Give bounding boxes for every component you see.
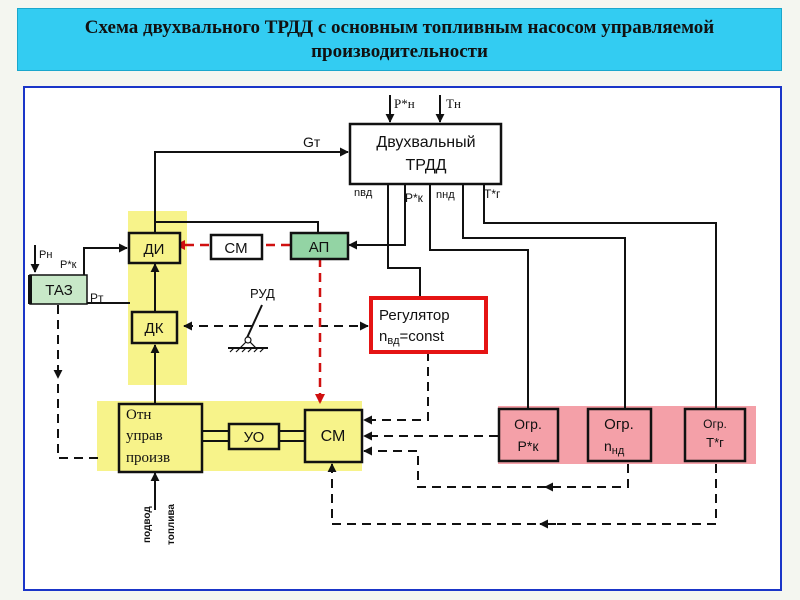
label-gt: Gт (303, 134, 321, 150)
label-tn: Тн (446, 96, 461, 111)
svg-text:ДИ: ДИ (144, 241, 165, 258)
ogr-pk-block: Огр. Р*к (497, 407, 560, 463)
ap-block: АП (289, 231, 350, 261)
svg-text:ТРДД: ТРДД (405, 157, 446, 174)
svg-text:УО: УО (244, 429, 265, 446)
label-fuel-l2: топлива (166, 504, 177, 545)
dash-ogr2-to-sm (363, 446, 629, 488)
di-block: ДИ (127, 231, 182, 265)
otn-upr-proizv-block: Отн управ произв (117, 402, 204, 474)
line-pk-to-ap (348, 184, 406, 250)
svg-text:Т*г: Т*г (706, 435, 724, 450)
svg-text:Огр.: Огр. (604, 416, 634, 433)
dash-regulator-to-sm (363, 352, 429, 425)
line-gt-to-engine (154, 147, 349, 233)
uo-block: УО (227, 422, 281, 451)
label-taz-pt: Рт (90, 291, 104, 305)
line-tg-to-ogr3 (483, 184, 717, 409)
sm-bottom-block: СМ (303, 408, 364, 464)
svg-text:СМ: СМ (321, 428, 346, 445)
regulator-block: Регулятор nвд=const (369, 296, 488, 354)
svg-text:Двухвальный: Двухвальный (376, 134, 475, 151)
title-bar: Схема двухвального ТРДД с основным топли… (17, 8, 782, 71)
svg-text:Отн: Отн (126, 407, 151, 423)
engine-block: Двухвальный ТРДД (348, 122, 503, 186)
label-nvd: nвд (354, 187, 373, 199)
label-fuel-l1: подвод (142, 506, 153, 543)
label-tg-star: Т*г (484, 187, 501, 201)
line-pk-to-ogr1 (429, 184, 529, 409)
svg-text:управ: управ (126, 428, 163, 444)
rud-pivot (229, 336, 265, 353)
label-taz-pn: Рн (39, 249, 52, 261)
dk-block: ДК (130, 310, 179, 345)
dash-ogr3-to-sm (327, 463, 717, 525)
line-nvd (387, 184, 421, 298)
label-rud: РУД (250, 286, 275, 301)
label-pn-star: Р*н (394, 96, 415, 111)
svg-text:ДК: ДК (145, 320, 164, 337)
slide-title: Схема двухвального ТРДД с основным топли… (84, 16, 715, 62)
svg-text:Регулятор: Регулятор (379, 307, 450, 324)
label-pk-star: Р*к (405, 191, 424, 205)
ogr-nnd-block: Огр. nнд (586, 407, 653, 463)
svg-text:ТАЗ: ТАЗ (45, 282, 73, 299)
dash-left-loop (57, 384, 100, 459)
ogr-tg-block: Огр. Т*г (683, 407, 747, 463)
svg-text:АП: АП (309, 239, 330, 256)
taz-block: ТАЗ (28, 274, 88, 305)
svg-text:Р*к: Р*к (518, 438, 540, 454)
svg-text:СМ: СМ (224, 240, 247, 257)
svg-text:nнд: nнд (604, 438, 625, 457)
label-taz-pk: Р*к (60, 259, 77, 271)
label-nnd: nнд (436, 189, 455, 201)
svg-text:Огр.: Огр. (703, 417, 727, 431)
line-ap-top (155, 221, 319, 233)
svg-text:Огр.: Огр. (514, 416, 542, 432)
line-taz-to-di (83, 243, 128, 275)
rud-lever (245, 304, 263, 341)
svg-text:произв: произв (126, 450, 170, 466)
line-nnd-to-ogr2 (462, 184, 626, 409)
sm-top-block: СМ (209, 233, 264, 261)
svg-text:nвд=const: nвд=const (379, 328, 445, 347)
